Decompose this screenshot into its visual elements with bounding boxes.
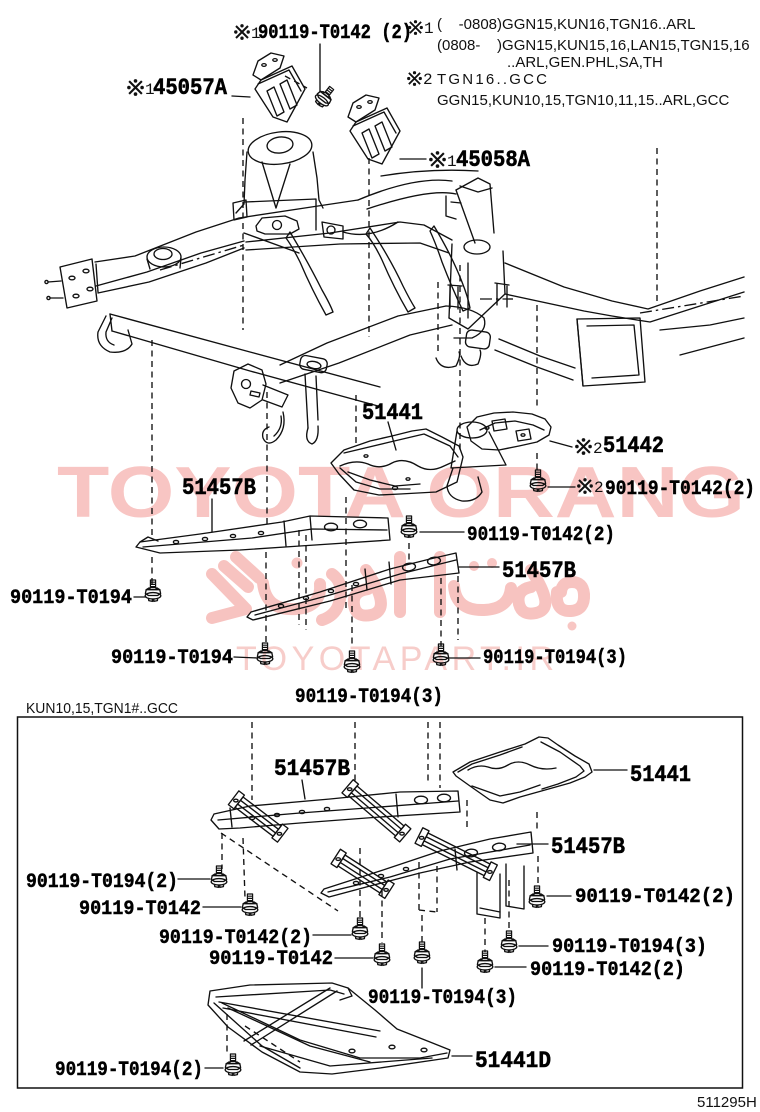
svg-text:51442: 51442 — [603, 433, 664, 459]
svg-text:1: 1 — [424, 20, 434, 38]
svg-text:90119-T0142(2): 90119-T0142(2) — [467, 524, 615, 547]
svg-text:2: 2 — [593, 440, 603, 458]
svg-text:2: 2 — [594, 479, 604, 497]
svg-text:51457B: 51457B — [551, 834, 625, 860]
svg-text:90119-T0142(2): 90119-T0142(2) — [605, 478, 755, 501]
svg-text:90119-T0194(2): 90119-T0194(2) — [26, 871, 178, 894]
svg-text:GGN15,KUN10,15,TGN10,11,15..AR: GGN15,KUN10,15,TGN10,11,15..ARL,GCC — [437, 92, 730, 109]
svg-text:1: 1 — [447, 153, 457, 171]
svg-text:90119-T0142: 90119-T0142 — [209, 948, 333, 971]
svg-text:KUN10,15,TGN1#..GCC: KUN10,15,TGN1#..GCC — [26, 700, 178, 717]
svg-text:..ARL,GEN.PHL,SA,TH: ..ARL,GEN.PHL,SA,TH — [507, 54, 663, 71]
svg-text:90119-T0142: 90119-T0142 — [79, 898, 201, 921]
svg-text:90119-T0194(3): 90119-T0194(3) — [552, 936, 707, 959]
svg-text:( -0808)GGN15,KUN16,TGN16..: ( -0808)GGN15,KUN16,TGN16..ARL — [437, 16, 695, 33]
svg-text:51441: 51441 — [630, 762, 691, 788]
svg-text:90119-T0194: 90119-T0194 — [111, 647, 233, 670]
svg-text:90119-T0142(2): 90119-T0142(2) — [575, 886, 735, 909]
svg-text:90119-T0194(3): 90119-T0194(3) — [295, 686, 443, 709]
svg-text:TGN16..GCC: TGN16..GCC — [437, 71, 547, 88]
svg-text:1: 1 — [251, 25, 261, 43]
svg-text:(0808- )GGN15,KUN15,16,LAN1: (0808- )GGN15,KUN15,16,LAN15,TGN15,16 — [437, 37, 750, 54]
svg-text:51441: 51441 — [362, 400, 423, 426]
svg-text:45057A: 45057A — [153, 75, 227, 101]
svg-text:90119-T0194(2): 90119-T0194(2) — [55, 1059, 203, 1082]
svg-text:51457B: 51457B — [182, 475, 256, 501]
svg-text:90119-T0142(2): 90119-T0142(2) — [159, 927, 312, 950]
svg-text:90119-T0194(3): 90119-T0194(3) — [483, 647, 627, 670]
svg-text:TOYOTA ORANG: TOYOTA ORANG — [57, 453, 745, 533]
svg-text:1: 1 — [145, 81, 155, 99]
svg-text:90119-T0142 (2): 90119-T0142 (2) — [258, 22, 412, 45]
svg-text:2: 2 — [423, 71, 433, 89]
svg-text:90119-T0142(2): 90119-T0142(2) — [530, 959, 685, 982]
svg-text:51441D: 51441D — [475, 1048, 551, 1074]
svg-text:51457B: 51457B — [274, 756, 350, 782]
svg-text:511295H: 511295H — [697, 1094, 757, 1111]
svg-text:90119-T0194(3): 90119-T0194(3) — [368, 987, 517, 1010]
svg-text:90119-T0194: 90119-T0194 — [10, 587, 132, 610]
svg-text:45058A: 45058A — [456, 147, 530, 173]
svg-text:51457B: 51457B — [502, 558, 576, 584]
